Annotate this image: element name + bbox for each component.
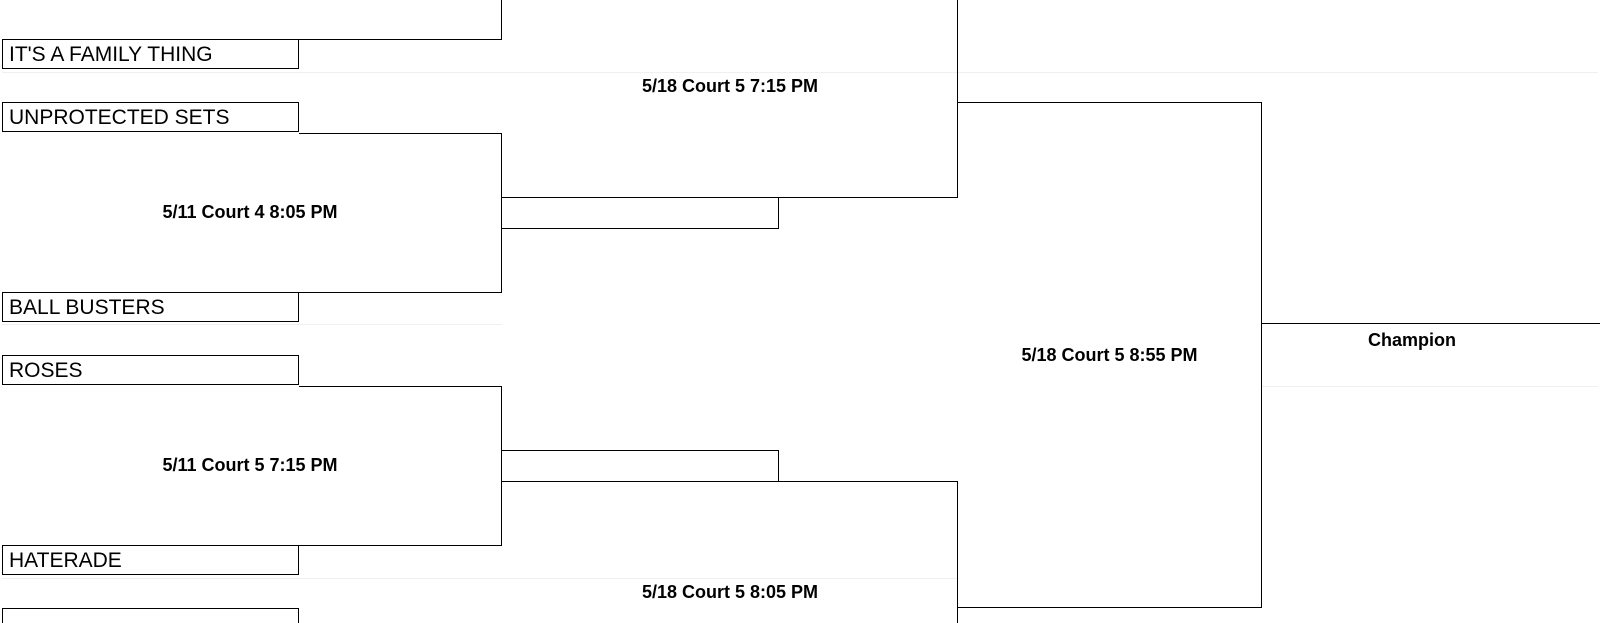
match-label: 5/18 Court 5 8:05 PM <box>641 582 819 602</box>
grid-line <box>2 72 1262 73</box>
bracket-connector <box>957 0 958 198</box>
champion-label: Champion <box>1368 330 1456 350</box>
bracket-connector <box>957 481 958 623</box>
grid-line <box>1262 386 1598 387</box>
bracket-connector <box>501 0 502 39</box>
grid-line <box>2 578 958 579</box>
bracket-connector <box>299 386 502 387</box>
team-slot: BALL BUSTERS <box>2 292 299 322</box>
winner-slot <box>501 450 779 451</box>
bracket-connector <box>299 545 502 546</box>
team-slot-empty <box>2 608 299 623</box>
bracket-connector <box>501 386 502 546</box>
bracket-connector <box>501 133 502 293</box>
winner-slot <box>778 450 779 482</box>
match-label: 5/18 Court 5 7:15 PM <box>641 76 819 96</box>
bracket-connector <box>299 133 502 134</box>
bracket-connector <box>1261 102 1262 608</box>
bracket-connector <box>957 607 1262 608</box>
team-slot: HATERADE <box>2 545 299 575</box>
match-label: 5/11 Court 5 7:15 PM <box>162 455 338 475</box>
match-label: 5/18 Court 5 8:55 PM <box>1021 345 1198 365</box>
winner-slot <box>501 481 958 482</box>
champion-line <box>1261 323 1600 324</box>
bracket-connector <box>299 292 502 293</box>
team-slot: ROSES <box>2 355 299 385</box>
bracket-connector <box>957 102 1262 103</box>
winner-slot <box>778 197 779 229</box>
team-slot: IT'S A FAMILY THING <box>2 39 299 69</box>
team-slot: UNPROTECTED SETS <box>2 102 299 132</box>
grid-line <box>1262 72 1598 73</box>
grid-line <box>2 324 502 325</box>
bracket-connector <box>299 39 502 40</box>
winner-slot <box>501 197 957 198</box>
winner-slot <box>501 228 779 229</box>
match-label: 5/11 Court 4 8:05 PM <box>162 202 338 222</box>
